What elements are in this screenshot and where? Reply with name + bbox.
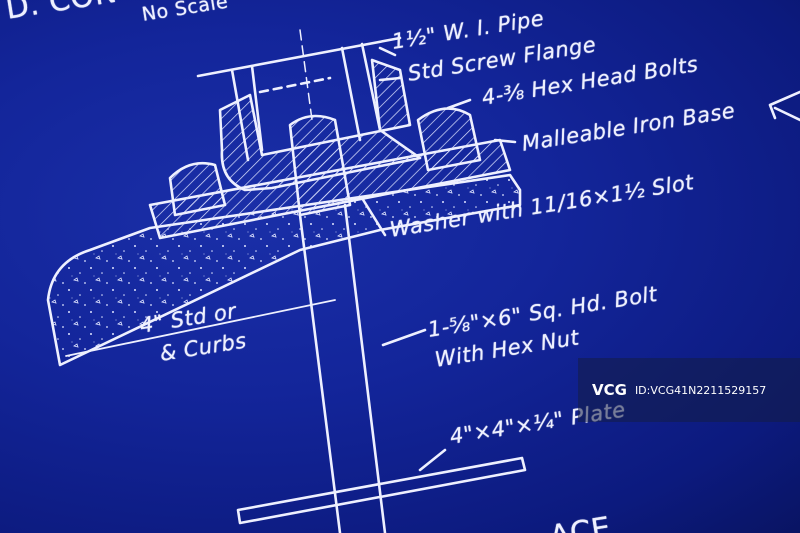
- watermark: VCG ID:VCG41N2211529157: [578, 358, 800, 422]
- watermark-id: ID:VCG41N2211529157: [634, 383, 767, 397]
- concrete-curb: [46, 173, 522, 367]
- bottom-plate: [236, 456, 527, 525]
- right-hex-nut: [416, 107, 482, 172]
- screw-flange: [218, 58, 422, 192]
- watermark-logo: VCG: [592, 381, 627, 399]
- bolt-head: [288, 114, 352, 217]
- left-hex-nut: [168, 161, 227, 217]
